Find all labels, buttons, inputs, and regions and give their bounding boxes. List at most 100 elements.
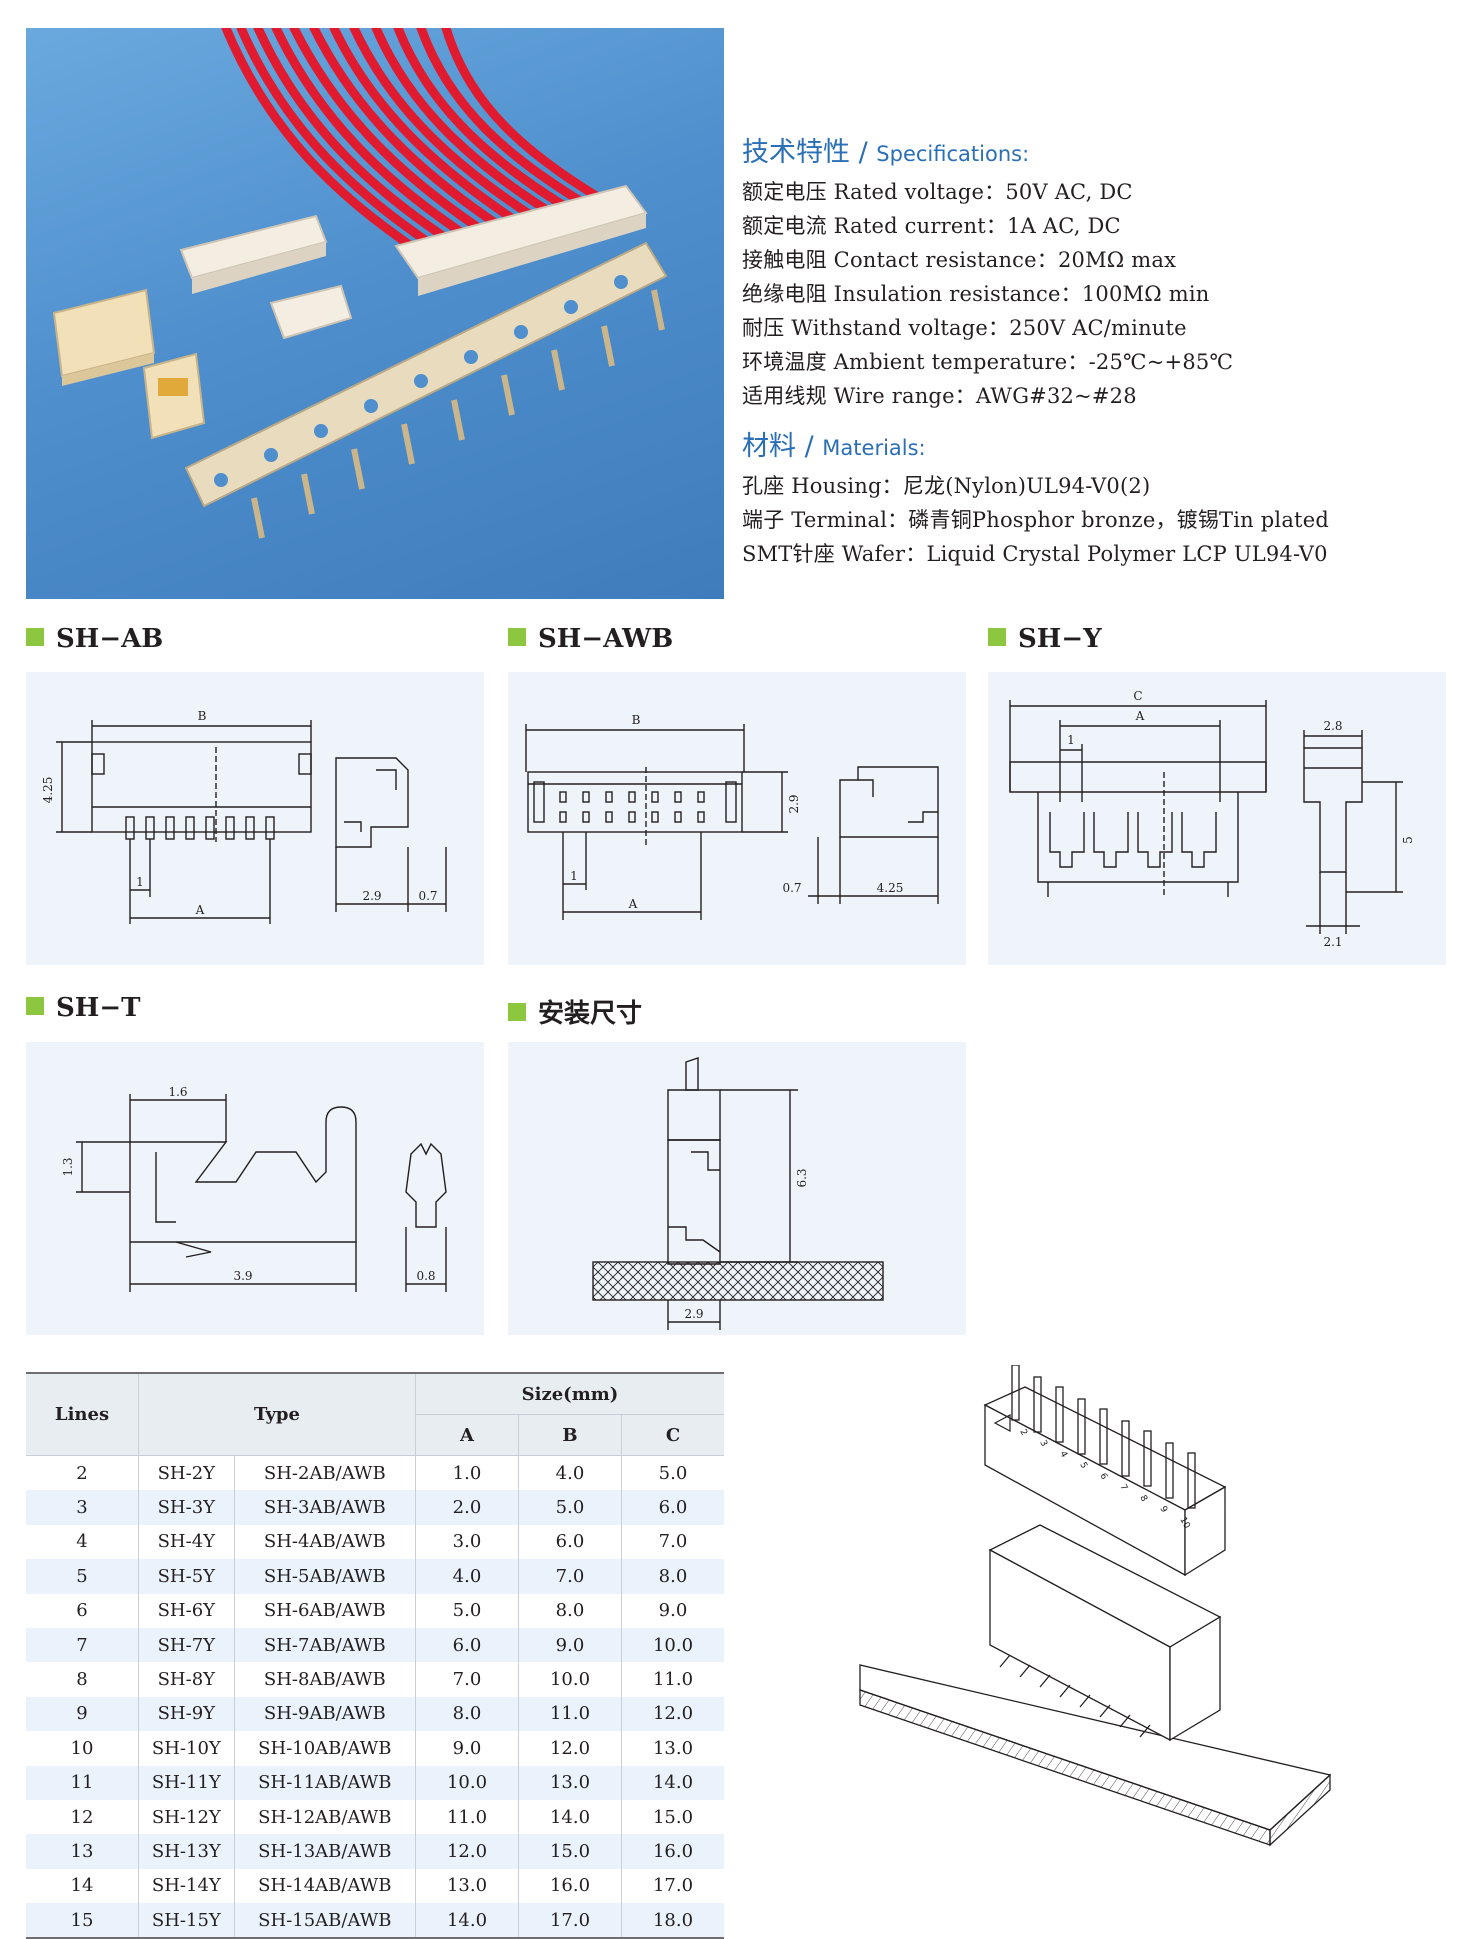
- cell-type-ab: SH-14AB/AWB: [234, 1868, 417, 1904]
- header-lines: Lines: [26, 1372, 139, 1456]
- dim-label-height: 6.3: [795, 1168, 809, 1187]
- section-title-text: SH−AB: [56, 624, 164, 654]
- pin-number: 7: [1117, 1483, 1129, 1493]
- cell-type-y: SH-9Y: [138, 1696, 235, 1732]
- spec-line-temperature: 环境温度 Ambient temperature：-25℃~+85℃: [742, 350, 1234, 374]
- cell-lines: 8: [26, 1662, 139, 1697]
- isometric-svg: 2 3 4 5 6 7 8 9 10: [859, 1364, 1332, 1847]
- header-size-a: A: [415, 1414, 519, 1456]
- cell-type-ab: SH-2AB/AWB: [234, 1455, 417, 1491]
- cell-size-b: 17.0: [518, 1903, 622, 1939]
- cell-size-c: 8.0: [621, 1559, 724, 1594]
- cell-type-ab: SH-10AB/AWB: [234, 1731, 417, 1766]
- dim-label-pitch: 1: [136, 875, 144, 889]
- cell-size-c: 9.0: [658, 1600, 688, 1622]
- cell-size-a: 11.0: [415, 1799, 519, 1835]
- materials-title-sep: /: [804, 431, 814, 462]
- cell-type-y: SH-8Y: [138, 1662, 235, 1697]
- pin-number: 6: [1097, 1472, 1109, 1482]
- cell-size-b: 16.0: [518, 1868, 622, 1904]
- cell-size-c: 11.0: [652, 1669, 694, 1691]
- dim-label-c: C: [1133, 689, 1142, 703]
- cell-lines: 15: [26, 1903, 139, 1939]
- cell-type-y: SH-15Y: [138, 1903, 235, 1939]
- dim-label-width-1: 2.9: [362, 889, 381, 903]
- red-wires: [221, 28, 623, 258]
- cell-type-ab: SH-5AB/AWB: [234, 1559, 417, 1594]
- cell-size-c: 16.0: [621, 1834, 724, 1869]
- cell-lines: 9: [26, 1696, 139, 1732]
- cell-size-a: 12.0: [415, 1834, 519, 1869]
- cell-size-b: 5.0: [518, 1490, 622, 1525]
- cell-size-b: 10.0: [518, 1662, 622, 1697]
- sh-awb-drawing: B A 1 2.9 0.7 4.25: [525, 713, 939, 920]
- sh-awb-drawing-panel: B A 1 2.9 0.7 4.25: [508, 672, 966, 965]
- header-type: Type: [138, 1372, 416, 1456]
- cell-type-ab: SH-12AB/AWB: [234, 1799, 417, 1835]
- specs-title-en: Specifications:: [876, 142, 1030, 166]
- cell-size-b: 11.0: [518, 1696, 622, 1732]
- pin-number: 3: [1037, 1439, 1049, 1449]
- cell-size-b: 8.0: [518, 1593, 622, 1628]
- pin-number: 8: [1137, 1494, 1149, 1504]
- dim-label-width-2: 2.1: [1323, 935, 1342, 949]
- cell-size-b: 4.0: [518, 1455, 622, 1491]
- material-line-terminal: 端子 Terminal：磷青铜Phosphor bronze，镀锡Tin pla…: [742, 508, 1329, 532]
- section-title-text: SH−AWB: [538, 624, 674, 654]
- spec-line-withstand-voltage: 耐压 Withstand voltage：250V AC/minute: [742, 316, 1187, 340]
- green-square-bullet: [508, 628, 526, 646]
- connector-photo-illustration: [52, 28, 668, 539]
- cell-type-y: SH-2Y: [138, 1455, 235, 1491]
- cell-size-c: 7.0: [658, 1531, 688, 1553]
- dim-label-height: 4.25: [41, 777, 55, 804]
- dim-label-a: A: [1135, 709, 1145, 723]
- spec-line-contact-resistance: 接触电阻 Contact resistance：20MΩ max: [742, 248, 1177, 272]
- cell-size-a: 8.0: [415, 1696, 519, 1732]
- dim-label-width: 0.8: [416, 1269, 435, 1283]
- cell-size-c: 5.0: [658, 1462, 688, 1484]
- pin-one-triangle-icon: [993, 1414, 1011, 1432]
- pin-number: 10: [1177, 1516, 1191, 1531]
- cell-size-b: 13.0: [518, 1765, 622, 1800]
- cell-size-a: 10.0: [415, 1765, 519, 1800]
- dim-label-a: A: [195, 903, 205, 917]
- header-size-b: B: [518, 1414, 622, 1456]
- product-photo: [26, 28, 724, 599]
- cell-size-b: 12.0: [518, 1731, 622, 1766]
- section-title-text: 安装尺寸: [538, 999, 643, 1029]
- cell-size-a: 6.0: [415, 1627, 519, 1663]
- cell-type-y: SH-10Y: [138, 1731, 235, 1766]
- header-size: Size(mm): [415, 1372, 724, 1415]
- cell-type-y: SH-6Y: [138, 1593, 235, 1628]
- cell-type-y: SH-11Y: [138, 1765, 235, 1800]
- sh-y-drawing-panel: C A 1 2.8 5 2.1: [988, 672, 1446, 965]
- sh-y-drawing: C A 1 2.8 5 2.1: [1009, 689, 1415, 949]
- install-drawing: 6.3 2.9: [592, 1057, 884, 1330]
- cell-size-c: 13.0: [652, 1737, 694, 1759]
- spec-line-insulation-resistance: 绝缘电阻 Insulation resistance：100MΩ min: [742, 282, 1210, 306]
- install-drawing-panel: 6.3 2.9: [508, 1042, 966, 1335]
- wire-pins: [1011, 1364, 1196, 1509]
- dim-label-length-2: 3.9: [233, 1269, 252, 1283]
- header-size-c: C: [621, 1414, 724, 1456]
- cell-lines: 6: [26, 1593, 139, 1628]
- cell-size-c: 17.0: [652, 1875, 694, 1897]
- materials-heading: 材料 / Materials:: [742, 424, 926, 463]
- cell-lines: 4: [26, 1524, 139, 1560]
- dim-label-width-1: 2.8: [1323, 719, 1342, 733]
- cell-size-b: 6.0: [518, 1524, 622, 1560]
- cell-size-b: 7.0: [518, 1559, 622, 1594]
- section-title-text: SH−Y: [1018, 624, 1102, 654]
- cell-size-b: 14.0: [518, 1799, 622, 1835]
- cell-type-y: SH-13Y: [138, 1834, 235, 1869]
- green-square-bullet: [988, 628, 1006, 646]
- cell-lines: 2: [26, 1455, 139, 1491]
- dim-label-b: B: [632, 713, 641, 727]
